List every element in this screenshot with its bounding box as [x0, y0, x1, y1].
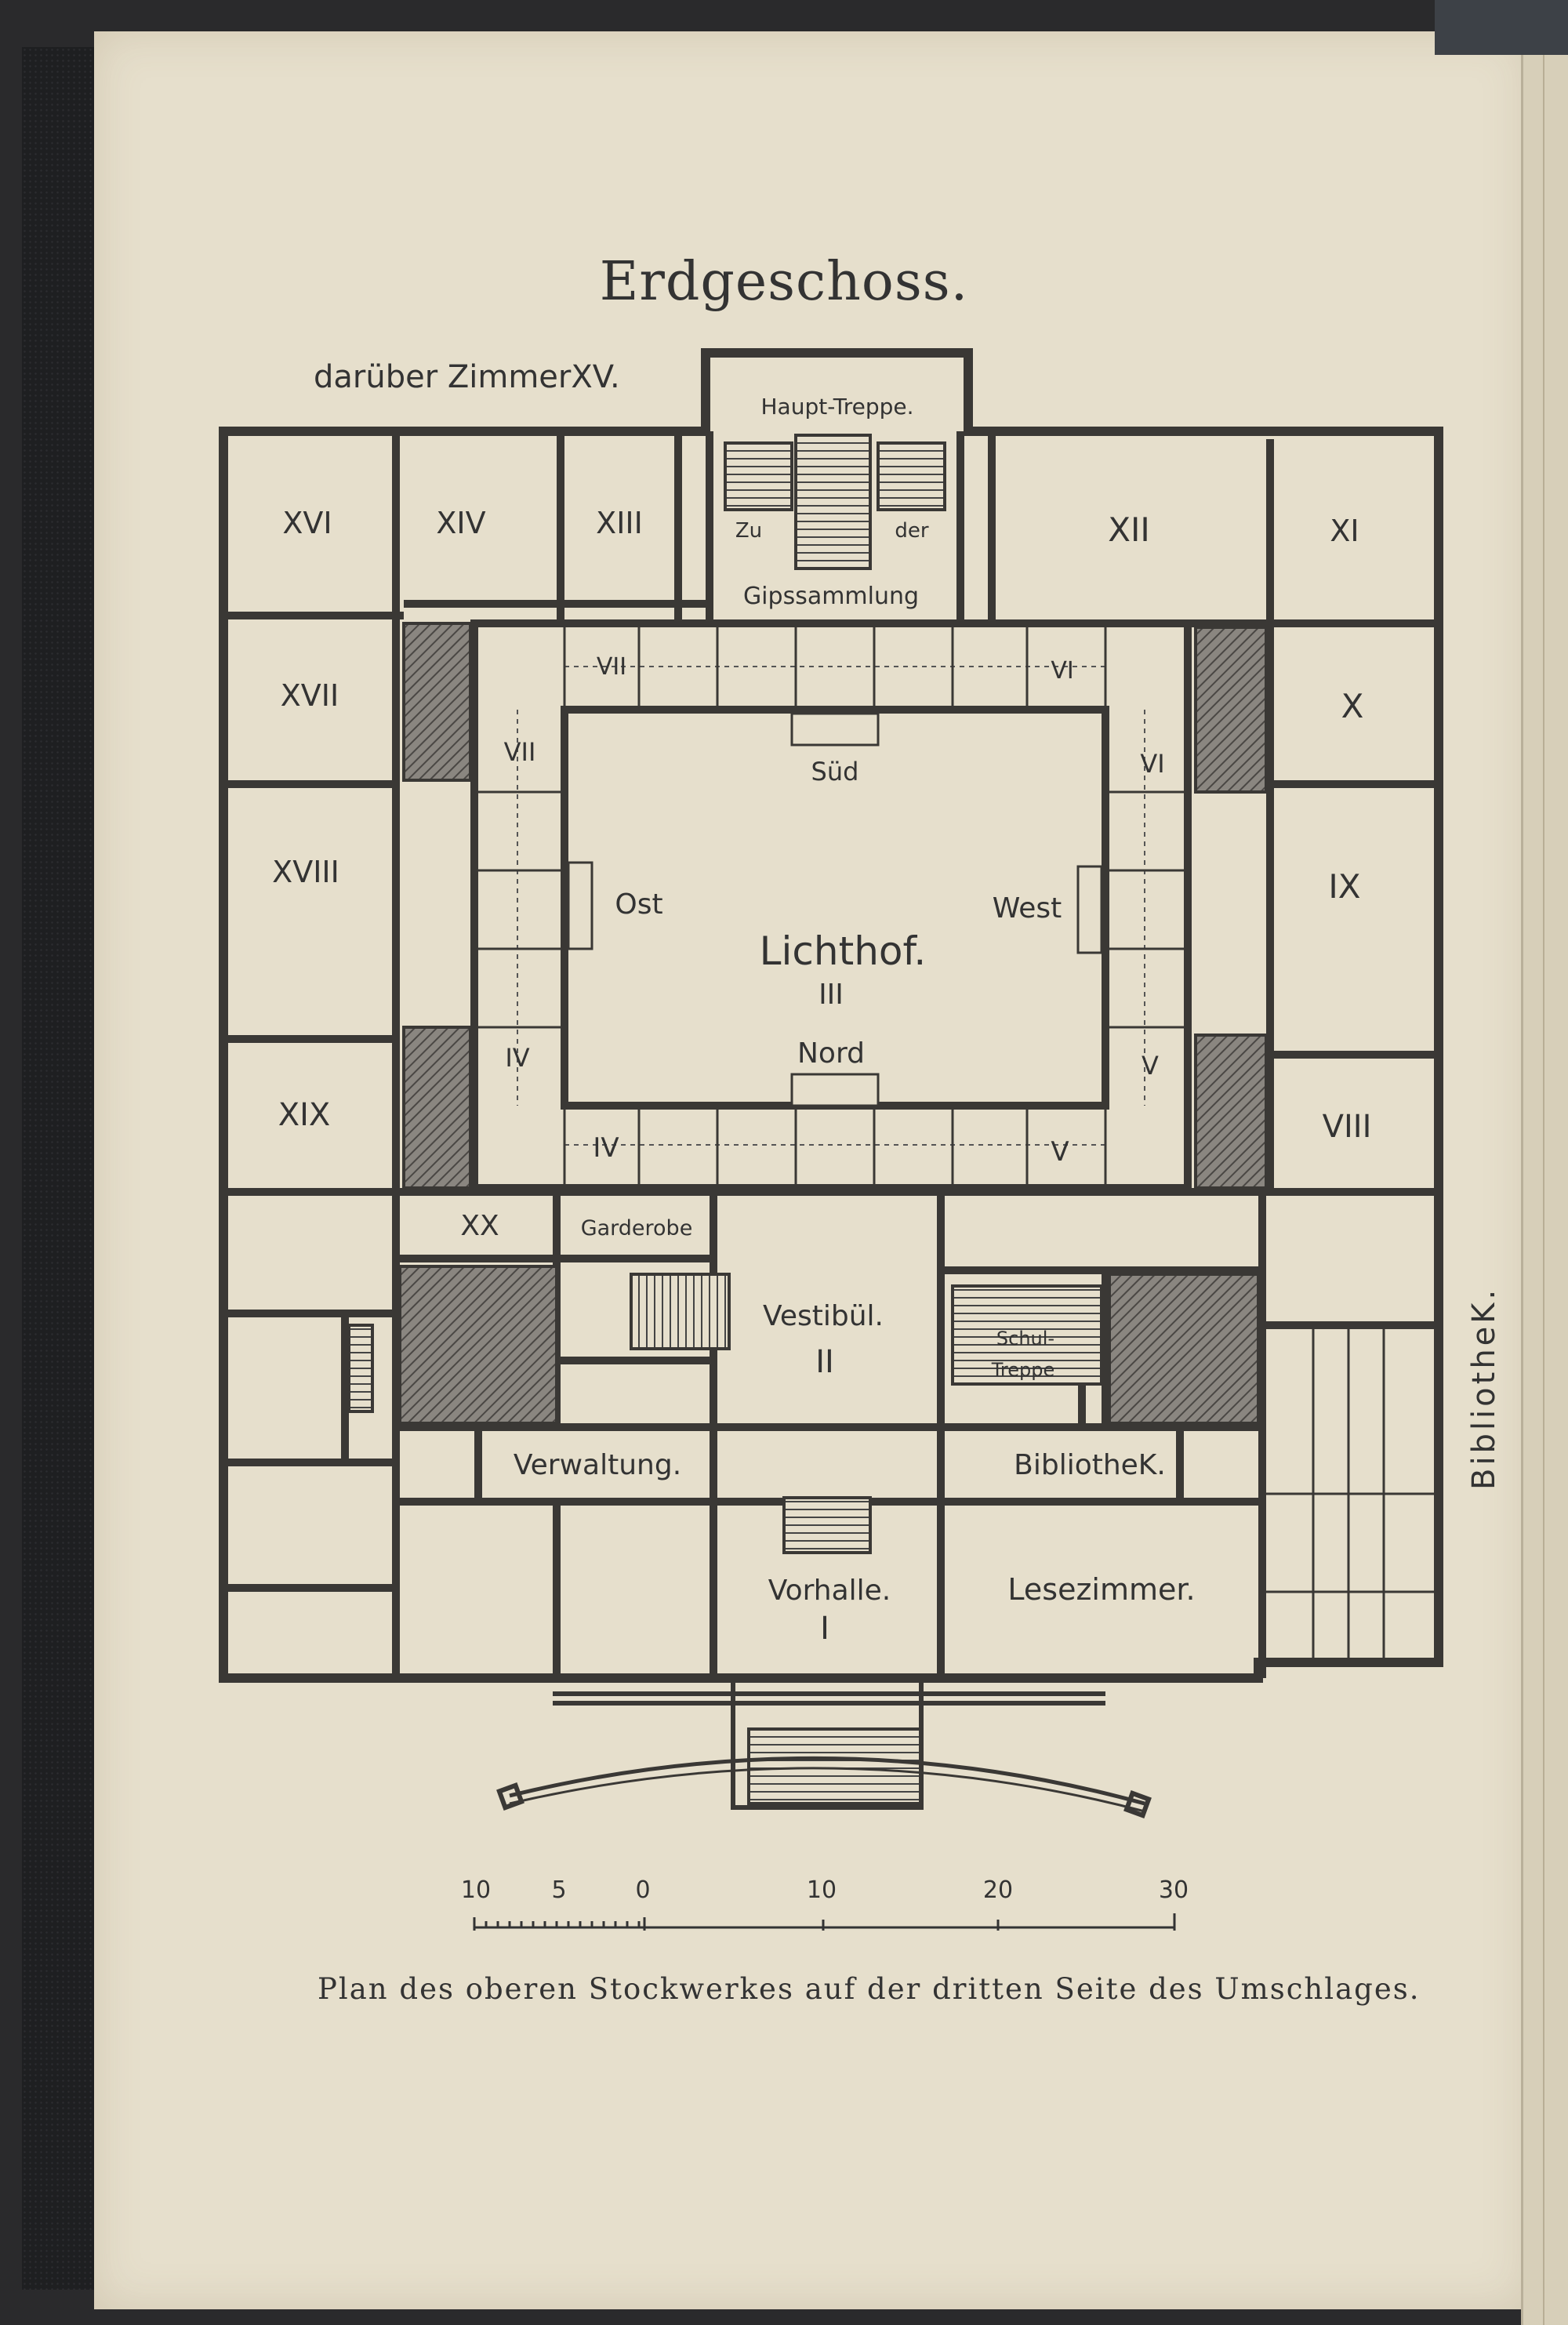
court-bays [517, 666, 1145, 1146]
room-viii: VIII [1323, 1109, 1372, 1145]
court-west: West [993, 892, 1062, 925]
scale-tick-label: 0 [635, 1876, 650, 1904]
room-xx: XX [460, 1210, 499, 1242]
scale-tick-label: 10 [461, 1876, 491, 1904]
scale-tick-label: 30 [1159, 1876, 1189, 1904]
room-xvii: XVII [281, 678, 339, 713]
bay-iv-bottom: IV [593, 1132, 619, 1164]
book-spine [22, 47, 94, 2290]
room-vestibuel: Vestibül. [763, 1300, 884, 1332]
court-lichthof-number: III [818, 979, 844, 1011]
room-xviii: XVIII [272, 855, 339, 889]
court-lichthof: Lichthof. [760, 928, 927, 974]
court-bay-dividers [474, 627, 1188, 1188]
bay-vi-top: VI [1051, 657, 1073, 685]
stairs [347, 434, 1103, 1805]
bay-v-right: V [1142, 1051, 1159, 1081]
room-vorhalle: Vorhalle. [768, 1575, 891, 1607]
court-sued: Süd [811, 757, 859, 787]
bay-vii-left: VII [504, 737, 536, 767]
scale-bar [473, 1913, 1176, 1931]
room-xvi: XVI [282, 506, 332, 540]
room-xii: XII [1108, 510, 1150, 549]
light-wells [398, 622, 1268, 1425]
room-xiv: XIV [436, 506, 485, 540]
scale-tick-label: 10 [807, 1876, 837, 1904]
bay-vii-top: VII [597, 653, 626, 681]
room-xix: XIX [278, 1097, 331, 1133]
court-nord: Nord [797, 1037, 865, 1070]
book-page [94, 31, 1529, 2309]
room-vorhalle-number: I [820, 1611, 829, 1647]
room-xiii: XIII [596, 506, 643, 540]
room-x: X [1341, 687, 1364, 725]
room-verwaltung: Verwaltung. [514, 1449, 681, 1481]
room-zu: Zu [735, 519, 762, 543]
plan-caption: Plan des oberen Stockwerkes auf der drit… [318, 1972, 1421, 2006]
floor-note: darüber ZimmerXV. [314, 359, 620, 395]
room-xi: XI [1330, 514, 1359, 548]
inner-walls [223, 431, 1439, 1678]
room-bibliothek: BibliotheK. [1014, 1449, 1166, 1481]
scale-tick-label: 20 [983, 1876, 1013, 1904]
library-stacks [1266, 1329, 1435, 1658]
bay-vi-right: VI [1140, 749, 1164, 779]
room-gipssammlung: Gipssammlung [743, 583, 919, 610]
room-lesezimmer: Lesezimmer. [1007, 1572, 1195, 1607]
bay-iv-left: IV [505, 1043, 529, 1073]
scale-tick-label: 5 [551, 1876, 566, 1904]
entrance-terrace [496, 1676, 1152, 1818]
room-der: der [895, 519, 929, 543]
room-ix: IX [1328, 867, 1360, 906]
page-title: Erdgeschoss. [599, 251, 969, 313]
room-garderobe: Garderobe [581, 1216, 693, 1241]
facing-page-edge [1521, 24, 1568, 2325]
background-corner [1435, 0, 1568, 55]
room-treppe: Treppe [991, 1359, 1054, 1381]
scale-labels: 10 5 0 10 20 30 [461, 1876, 1189, 1904]
bay-v-bottom: V [1051, 1136, 1069, 1168]
court-ost: Ost [615, 888, 662, 921]
room-schul: Schul- [996, 1328, 1054, 1350]
room-haupt-treppe: Haupt-Treppe. [760, 394, 913, 420]
room-vestibuel-number: II [815, 1344, 834, 1380]
